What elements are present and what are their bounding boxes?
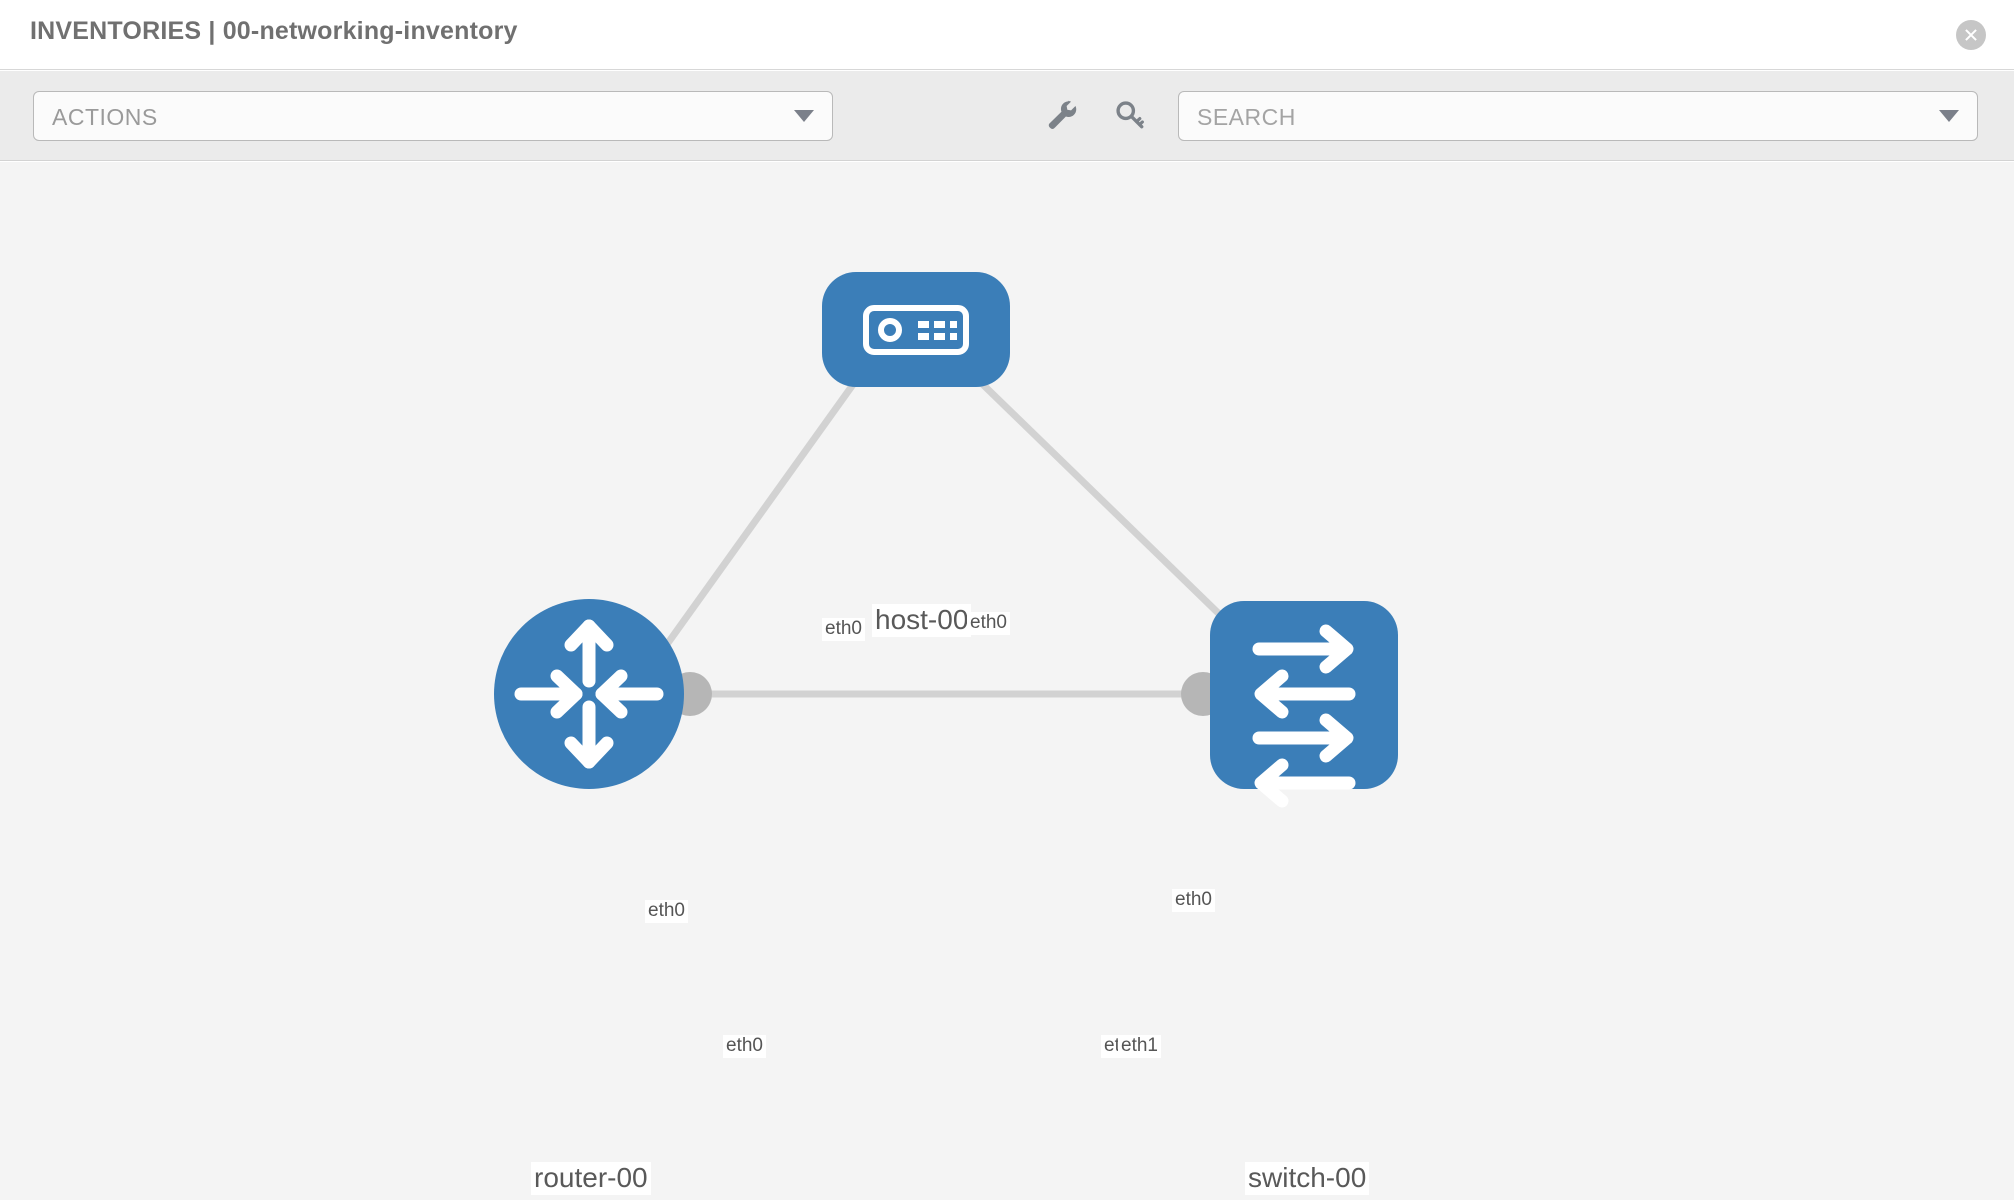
actions-dropdown[interactable]: ACTIONS — [33, 91, 833, 141]
chevron-down-icon[interactable] — [1939, 110, 1959, 122]
toolbar: ACTIONS SEARCH — [0, 71, 2014, 161]
topology-links — [637, 369, 1251, 698]
key-icon[interactable] — [1108, 93, 1152, 137]
node-router-00[interactable] — [494, 599, 684, 789]
server-icon — [863, 305, 969, 355]
switch-arrows-icon — [1252, 624, 1356, 808]
topology-canvas[interactable]: host-00 router-00 switch-00 eth0 eth0 et… — [0, 162, 2014, 1200]
edge-label-host-left[interactable]: eth0 — [822, 618, 865, 641]
search-input[interactable]: SEARCH — [1178, 91, 1978, 141]
node-host-00[interactable] — [822, 272, 1010, 387]
edge-label-router-up[interactable]: eth0 — [645, 900, 688, 923]
node-label-switch[interactable]: switch-00 — [1245, 1162, 1370, 1195]
wrench-icon[interactable] — [1040, 93, 1084, 137]
edge-label-switch-up[interactable]: eth0 — [1172, 889, 1215, 912]
edge-label-host-right[interactable]: eth0 — [967, 612, 1010, 635]
topology-graph — [494, 272, 1398, 808]
link-host-switch[interactable] — [967, 369, 1251, 645]
chevron-down-icon — [794, 110, 814, 122]
node-label-router[interactable]: router-00 — [531, 1162, 651, 1195]
toolbar-icon-group — [1040, 93, 1152, 137]
page-header: INVENTORIES | 00-networking-inventory — [0, 0, 2014, 70]
close-icon[interactable] — [1956, 20, 1986, 50]
link-host-router[interactable] — [637, 369, 865, 685]
node-label-host[interactable]: host-00 — [872, 604, 972, 637]
page-title: INVENTORIES | 00-networking-inventory — [30, 17, 518, 45]
router-arrows-icon — [514, 619, 664, 769]
node-switch-00[interactable] — [1210, 601, 1398, 808]
search-placeholder: SEARCH — [1197, 104, 1296, 130]
actions-dropdown-label: ACTIONS — [52, 104, 158, 130]
edge-label-switch-left[interactable]: eth1 — [1118, 1035, 1161, 1058]
topology-connectors — [668, 336, 1258, 716]
edge-label-router-right[interactable]: eth0 — [723, 1035, 766, 1058]
